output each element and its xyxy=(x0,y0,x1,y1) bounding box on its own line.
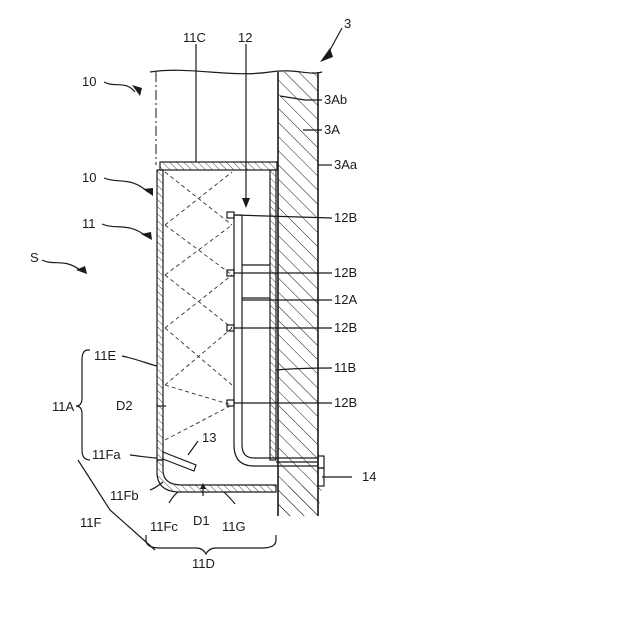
label-3a: 3A xyxy=(324,122,340,137)
label-11f: 11F xyxy=(80,515,101,530)
label-11fc: 11Fc xyxy=(150,519,178,534)
label-3ab: 3Ab xyxy=(324,92,347,107)
label-12: 12 xyxy=(238,30,252,45)
label-12a: 12A xyxy=(334,292,357,307)
label-3: 3 xyxy=(344,16,351,31)
label-14: 14 xyxy=(362,469,376,484)
label-11fb: 11Fb xyxy=(110,488,139,503)
label-s: S xyxy=(30,250,39,265)
label-d1: D1 xyxy=(193,513,210,528)
top-plate-11c xyxy=(160,162,277,170)
label-11b: 11B xyxy=(334,360,356,375)
label-13: 13 xyxy=(202,430,216,445)
label-12b-4: 12B xyxy=(334,395,357,410)
nozzle-12b-2 xyxy=(227,270,234,276)
housing-right-wall-11b xyxy=(270,170,276,460)
label-d2: D2 xyxy=(116,398,133,413)
label-11a: 11A xyxy=(52,399,74,414)
label-11fa: 11Fa xyxy=(92,447,121,462)
label-12b-3: 12B xyxy=(334,320,357,335)
label-12b-1: 12B xyxy=(334,210,357,225)
label-10-upper: 10 xyxy=(82,74,96,89)
drain-13 xyxy=(163,452,196,471)
label-11c: 11C xyxy=(183,30,206,45)
spray-pattern xyxy=(165,172,232,440)
wall-3a xyxy=(278,72,322,516)
nozzle-12b-3 xyxy=(227,325,234,331)
label-11: 11 xyxy=(82,216,96,231)
label-11e: 11E xyxy=(94,348,116,363)
bottom-plate-11g xyxy=(157,460,276,492)
nozzle-12b-1 xyxy=(227,212,234,218)
label-10: 10 xyxy=(82,170,96,185)
label-3aa: 3Aa xyxy=(334,157,358,172)
label-12b-2: 12B xyxy=(334,265,357,280)
housing-left-wall-11e xyxy=(157,170,163,460)
label-11d: 11D xyxy=(192,556,215,571)
label-11g: 11G xyxy=(222,519,246,534)
nozzle-12b-4 xyxy=(227,400,234,406)
